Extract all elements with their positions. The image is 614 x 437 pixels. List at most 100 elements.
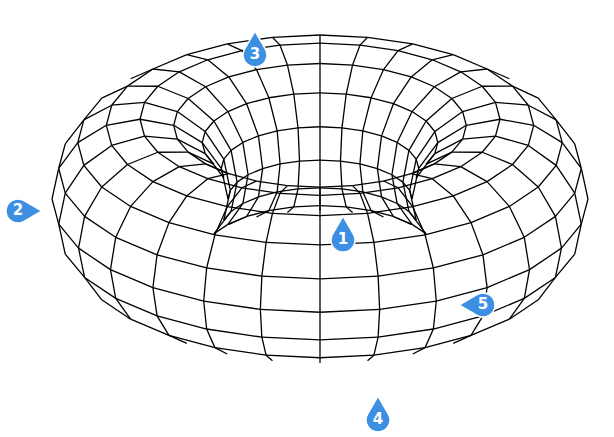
wire-segment — [116, 298, 157, 315]
wire-segment — [581, 199, 588, 224]
wire-segment — [319, 160, 320, 188]
wire-segment — [158, 72, 179, 86]
wire-segment — [509, 298, 524, 319]
wire-segment — [214, 112, 228, 121]
wire-segment — [363, 131, 382, 136]
wire-segment — [320, 35, 368, 37]
wire-segment — [204, 301, 261, 309]
wire-segment — [179, 167, 208, 179]
wire-segment — [85, 187, 102, 216]
wire-segment — [294, 94, 298, 128]
wire-segment — [158, 86, 188, 98]
wire-segment — [360, 164, 377, 169]
wire-segment — [319, 35, 320, 43]
wire-segment — [263, 164, 280, 169]
wire-segment — [320, 93, 346, 94]
wire-segment — [524, 216, 555, 237]
wire-segment — [145, 136, 158, 152]
wire-segment — [461, 69, 487, 72]
wire-segment — [513, 86, 539, 98]
wire-segment — [482, 152, 512, 164]
wire-segment — [378, 268, 433, 276]
wire-segment — [112, 136, 145, 145]
wire-segment — [258, 136, 262, 169]
wire-segment — [127, 85, 157, 86]
wire-segment — [383, 51, 398, 70]
wire-segment — [555, 216, 561, 248]
wire-segment — [207, 235, 215, 268]
wire-segment — [495, 102, 500, 119]
wire-segment — [500, 119, 534, 125]
wire-segment — [411, 60, 432, 77]
wire-segment — [65, 193, 84, 216]
wire-segment — [319, 195, 320, 215]
wire-segment — [360, 188, 398, 194]
wire-segment — [153, 255, 157, 288]
wire-segment — [106, 119, 140, 125]
wire-segment — [52, 199, 59, 224]
wire-segment — [524, 277, 555, 298]
wire-segment — [452, 139, 463, 152]
wire-segment — [463, 125, 467, 139]
wire-segment — [368, 355, 374, 361]
wire-segment — [495, 136, 528, 145]
wire-segment — [298, 188, 320, 189]
wire-segment — [131, 206, 169, 222]
wire-segment — [319, 93, 320, 127]
wire-segment — [409, 150, 416, 159]
wire-segment — [231, 150, 237, 182]
wire-segment — [319, 245, 320, 279]
wire-segment — [393, 77, 411, 104]
wire-segment — [140, 102, 145, 119]
wire-segment — [471, 319, 509, 335]
wire-segment — [272, 193, 279, 213]
wire-segment — [277, 128, 298, 131]
wire-segment — [177, 139, 188, 152]
wire-segment — [116, 237, 157, 254]
wire-segment — [412, 87, 434, 112]
wire-segment — [131, 319, 169, 335]
wire-segment — [106, 105, 111, 125]
wire-segment — [377, 169, 392, 175]
wire-segment — [85, 277, 116, 298]
wire-segment — [78, 125, 107, 142]
wire-segment — [513, 145, 529, 164]
wire-segment — [207, 268, 262, 276]
wire-segment — [368, 37, 413, 44]
wire-segment — [320, 188, 342, 189]
wire-segment — [509, 187, 538, 206]
torus-wireframe — [52, 35, 588, 363]
wire-segment — [528, 145, 556, 165]
wire-segment — [378, 276, 379, 309]
wire-segment — [575, 144, 582, 169]
wire-segment — [206, 87, 228, 112]
wire-segment — [353, 45, 360, 65]
wire-segment — [269, 192, 277, 211]
wire-segment — [110, 237, 115, 269]
wire-segment — [202, 132, 205, 143]
callout-number: 4 — [363, 410, 393, 430]
wire-segment — [84, 105, 112, 120]
wire-segment — [260, 276, 261, 309]
wire-segment — [340, 161, 341, 189]
wire-segment — [397, 142, 409, 150]
wire-segment — [528, 105, 556, 120]
callout-pin — [459, 293, 495, 317]
wire-segment — [320, 127, 342, 128]
wire-segment — [208, 51, 242, 60]
wire-segment — [242, 181, 257, 188]
wire-segment — [287, 186, 320, 188]
wire-segment — [174, 112, 178, 126]
wire-segment — [157, 316, 207, 329]
wire-segment — [187, 55, 208, 60]
wire-segment — [575, 168, 582, 193]
wire-segment — [205, 132, 224, 160]
wire-segment — [360, 131, 363, 164]
callout-pins — [6, 31, 495, 432]
wire-segment — [65, 165, 84, 193]
wire-segment — [257, 70, 269, 98]
wire-segment — [413, 44, 454, 55]
wire-segment — [463, 136, 496, 139]
wire-segment — [413, 348, 425, 354]
wire-segment — [221, 159, 223, 168]
